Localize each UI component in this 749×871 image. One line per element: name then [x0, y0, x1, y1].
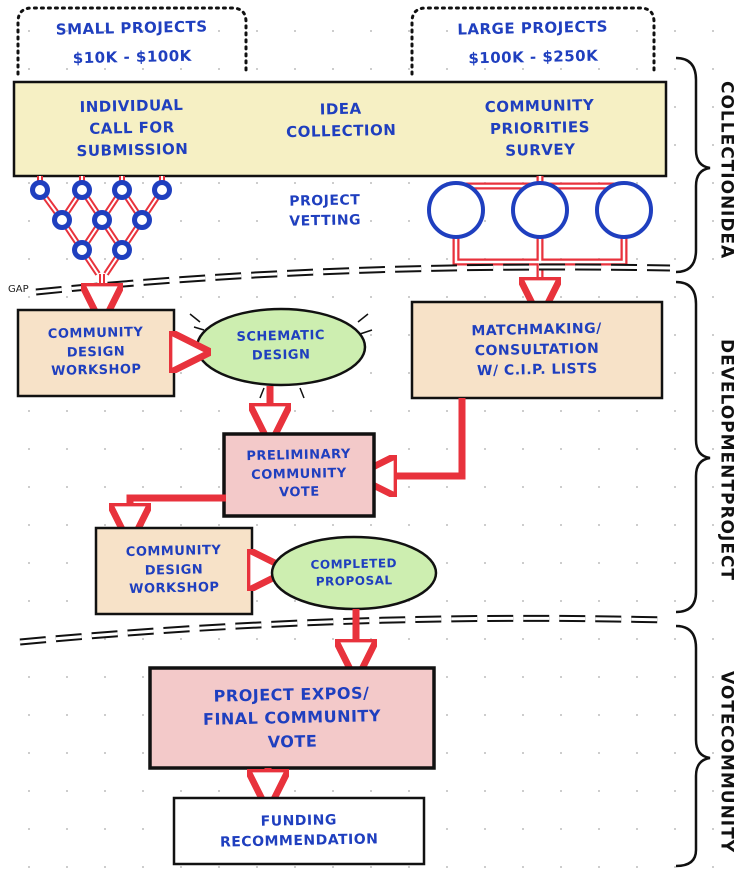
matchmaking-line-1: MATCHMAKING/	[471, 320, 602, 339]
funding-box	[172, 796, 426, 866]
vetting-circles-large	[427, 181, 653, 239]
small-projects-range: $10K - $100K	[72, 46, 192, 67]
large-projects-label: LARGE PROJECTS $100K - $250K	[415, 12, 650, 74]
arrow-prelim-to-workshop-2	[130, 494, 226, 524]
matchmaking-box	[410, 300, 664, 400]
large-projects-title: LARGE PROJECTS	[457, 17, 609, 39]
gap-divider-top	[35, 263, 671, 296]
final-vote-box	[148, 666, 436, 770]
schematic-design-label: SCHEMATIC DESIGN	[204, 316, 357, 377]
funding-line-2: RECOMMENDATION	[219, 831, 379, 851]
preliminary-vote-line-1: PRELIMINARY	[246, 446, 351, 464]
idea-bar-left-line-2: CALL FOR	[89, 118, 175, 139]
completed-proposal-line-1: COMPLETED	[310, 555, 398, 572]
matchmaking-label: MATCHMAKING/ CONSULTATION W/ C.I.P. LIST…	[413, 301, 661, 398]
preliminary-vote-label: PRELIMINARY COMMUNITY VOTE	[225, 434, 373, 515]
funding-line-1: FUNDING	[260, 811, 338, 830]
preliminary-vote-line-3: VOTE	[278, 484, 320, 501]
matchmaking-line-3: W/ C.I.P. LISTS	[476, 360, 598, 380]
design-workshop-2-label: COMMUNITY DESIGN WORKSHOP	[97, 528, 251, 613]
phase-idea-collection: IDEA COLLECTION	[704, 80, 748, 260]
design-workshop-1-line-2: DESIGN	[66, 343, 126, 361]
vetting-network-inner	[39, 176, 163, 296]
design-workshop-2-box	[94, 526, 254, 616]
preliminary-vote-box	[222, 432, 376, 518]
phase-idea-collection-line-1: IDEA	[716, 210, 737, 260]
gap-divider-bottom	[19, 614, 667, 646]
design-workshop-2-line-3: WORKSHOP	[129, 580, 220, 598]
funding-label: FUNDING RECOMMENDATION	[175, 797, 422, 864]
project-vetting-line-2: VETTING	[289, 212, 362, 230]
brace-project-development	[675, 280, 711, 614]
small-projects-label: SMALL PROJECTS $10K - $100K	[21, 12, 242, 74]
design-workshop-2-line-2: DESIGN	[144, 561, 204, 579]
idea-bar-right-label: COMMUNITY PRIORITIES SURVEY	[429, 84, 651, 175]
idea-bar-center-label: IDEA COLLECTION	[255, 84, 426, 158]
large-projects-range: $100K - $250K	[468, 46, 599, 67]
idea-bar-left-line-1: INDIVIDUAL	[79, 96, 184, 117]
idea-collection-bar	[12, 80, 668, 178]
vetting-node-highlights	[35, 185, 167, 255]
design-workshop-1-line-3: WORKSHOP	[51, 362, 142, 380]
phase-project-development: PROJECT DEVELOPMENT	[704, 339, 748, 582]
idea-bar-right-line-3: SURVEY	[505, 140, 576, 160]
idea-bar-left-line-3: SUBMISSION	[76, 139, 189, 161]
idea-bar-center-line-2: COLLECTION	[285, 120, 397, 142]
design-workshop-2-line-1: COMMUNITY	[125, 542, 222, 560]
design-workshop-1-box	[16, 308, 176, 398]
phase-project-development-line-1: PROJECT	[716, 492, 737, 582]
phase-community-vote: COMMUNITY VOTE	[704, 670, 748, 854]
design-workshop-1-line-1: COMMUNITY	[47, 324, 144, 342]
small-projects-bracket	[16, 6, 248, 76]
final-vote-line-3: VOTE	[267, 731, 318, 752]
phase-community-vote-line-2: VOTE	[716, 670, 737, 726]
phase-idea-collection-line-2: COLLECTION	[716, 80, 737, 211]
phase-project-development-line-2: DEVELOPMENT	[716, 339, 737, 492]
matchmaking-line-2: CONSULTATION	[474, 340, 600, 360]
preliminary-vote-line-2: COMMUNITY	[251, 465, 347, 483]
completed-proposal-label: COMPLETED PROPOSAL	[283, 547, 424, 600]
idea-bar-center-line-1: IDEA	[319, 99, 362, 119]
small-projects-title: SMALL PROJECTS	[55, 17, 208, 39]
gap-label: GAP	[8, 284, 29, 295]
schematic-design-line-2: DESIGN	[251, 347, 311, 364]
schematic-design-line-1: SCHEMATIC	[236, 328, 326, 346]
idea-bar-right-line-1: COMMUNITY	[484, 96, 595, 117]
final-vote-label: PROJECT EXPOS/ FINAL COMMUNITY VOTE	[151, 667, 433, 769]
idea-bar-right-line-2: PRIORITIES	[489, 118, 591, 139]
brace-idea-collection	[675, 56, 711, 274]
final-vote-line-2: FINAL COMMUNITY	[202, 706, 382, 730]
project-vetting-line-1: PROJECT	[289, 191, 361, 210]
phase-community-vote-line-1: COMMUNITY	[716, 725, 737, 854]
arrow-matchmaking-to-prelim	[376, 398, 466, 476]
large-projects-bracket	[410, 6, 656, 76]
brace-community-vote	[675, 624, 711, 868]
project-vetting-label: PROJECT VETTING	[259, 185, 390, 238]
final-vote-line-1: PROJECT EXPOS/	[213, 683, 370, 706]
idea-bar-left-label: INDIVIDUAL CALL FOR SUBMISSION	[21, 84, 243, 175]
design-workshop-1-label: COMMUNITY DESIGN WORKSHOP	[19, 310, 173, 395]
completed-proposal-line-2: PROPOSAL	[315, 573, 393, 589]
